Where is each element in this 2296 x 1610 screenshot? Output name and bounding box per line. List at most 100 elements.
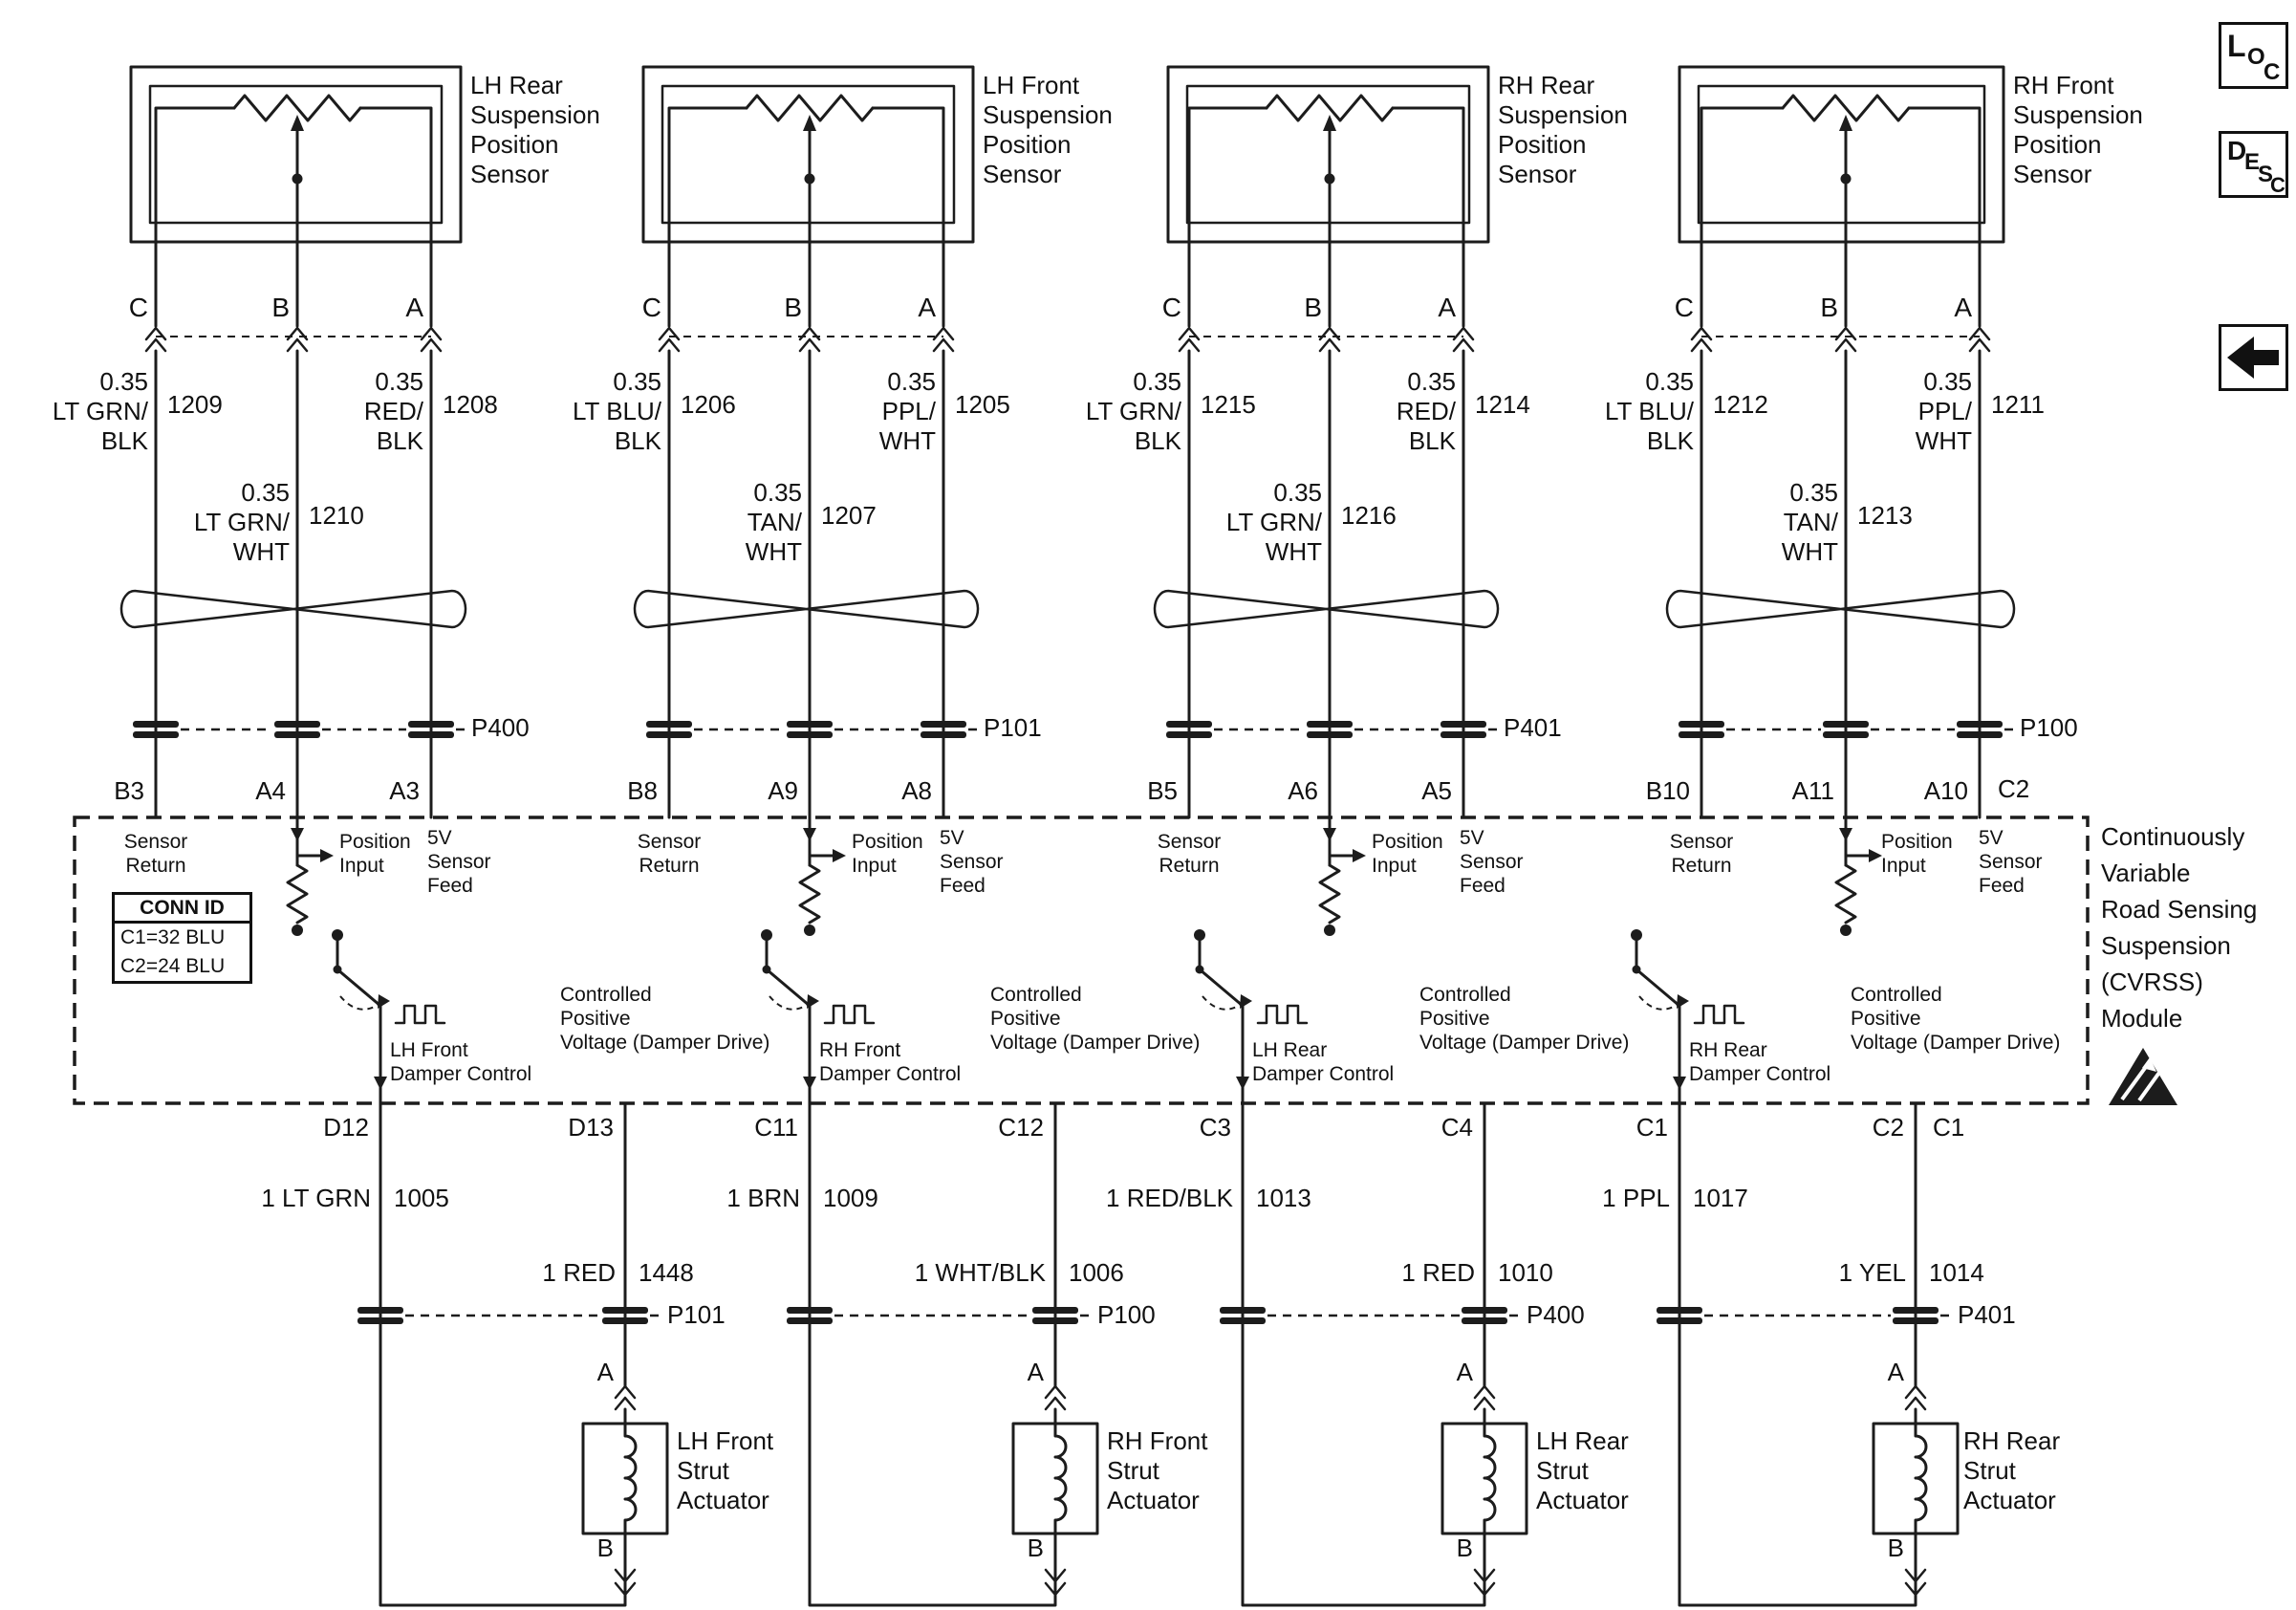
group-4-wiring [1631,65,2016,1607]
module-signal-label: 5V Sensor Feed [427,827,491,897]
circuit-number-label: 1010 [1498,1258,1553,1287]
terminal-letter: B [596,1534,614,1562]
terminal-chevron-icon [1904,1384,1927,1597]
connector-name: P100 [1097,1300,1156,1329]
pin-label: A8 [901,776,932,805]
signal-arrow-icon [1323,828,1336,841]
connector-name: P400 [471,713,530,742]
ground-dot [804,925,815,936]
pin-label: C11 [754,1113,798,1142]
pin-label: A4 [255,776,286,805]
wire-color-label: 1 RED/BLK [1106,1184,1233,1212]
signal-arrow-icon [291,828,304,841]
module-resistor-icon [1318,863,1341,925]
esd-warning-icon [2109,1048,2177,1105]
position-input-arrow-icon [833,849,846,862]
circuit-number-label: 1448 [639,1258,694,1287]
module-signal-label: Sensor Return [123,831,188,877]
inline-connector-icon [1166,721,1212,728]
conn-id-row: C2=24 BLU [120,955,226,977]
circuit-number-label: 1005 [394,1184,449,1212]
back-button[interactable] [2219,324,2288,391]
inline-connector-icon [133,721,179,728]
terminal-letter: B [271,293,290,322]
terminal-letter: A [405,293,423,322]
potentiometer-resistor-icon [1781,94,1911,122]
wiper-arrow-icon [1323,115,1336,131]
module-signal-label: 5V Sensor Feed [940,827,1004,897]
pin-label: A11 [1791,776,1834,805]
desc-letter: S [2258,162,2274,187]
wire-color-label: 0.35 LT BLU/ BLK [1605,367,1694,455]
module-signal-label: 5V Sensor Feed [1979,827,2043,897]
terminal-chevron-icon [144,326,443,353]
inline-connector-icon [1679,721,1724,728]
pin-label: B10 [1645,776,1690,805]
actuator-name-label: LH Front Strut Actuator [677,1426,774,1514]
damper-drive-label: Controlled Positive Voltage (Damper Driv… [1419,984,1630,1054]
signal-arrow-icon [1839,828,1852,841]
circuit-number-label: 1212 [1713,390,1768,419]
actuator-name-label: RH Rear Strut Actuator [1963,1426,2061,1514]
desc-letter: C [2270,173,2285,197]
circuit-number-label: 1213 [1857,501,1913,530]
circuit-number-label: 1014 [1929,1258,1984,1287]
wire-color-label: 1 RED [542,1258,616,1287]
conn-id-row: C1=32 BLU [120,926,226,948]
pwm-pulse-icon [1693,1004,1745,1025]
terminal-letter: A [918,293,936,322]
twisted-pair-icon [119,589,467,629]
terminal-letter: A [1027,1358,1044,1386]
circuit-number-label: 1013 [1256,1184,1311,1212]
switch-icon [295,854,382,1105]
wire-color-label: 1 LT GRN [261,1184,371,1212]
terminal-chevron-icon [1473,1384,1496,1597]
pin-label: C1 [1635,1113,1668,1142]
wire-color-label: 1 YEL [1838,1258,1906,1287]
wire-color-label: 0.35 RED/ BLK [1396,367,1456,455]
loc-button[interactable]: L O C [2219,22,2288,89]
conn-id-header: CONN ID [115,895,249,924]
pin-label: B8 [627,776,658,805]
circuit-number-label: 1206 [681,390,736,419]
wire-color-label: 0.35 LT GRN/ BLK [52,367,148,455]
terminal-letter: B [784,293,802,322]
terminal-chevron-icon [614,1384,637,1597]
damper-drive-label: Controlled Positive Voltage (Damper Driv… [560,984,770,1054]
pin-label: B5 [1147,776,1178,805]
sensor-name-label: LH Front Suspension Position Sensor [983,71,1113,188]
group-2-wiring [633,65,1099,1607]
damper-control-label: LH Front Damper Control [390,1039,532,1085]
terminal-chevron-icon [1690,326,1991,353]
terminal-letter: C [1674,293,1694,322]
potentiometer-resistor-icon [1265,94,1395,122]
twisted-pair-icon [1665,589,2016,629]
position-input-arrow-icon [1353,849,1366,862]
inline-connector-icon [646,721,692,728]
terminal-letter: A [1954,293,1972,322]
terminal-letter: A [1456,1358,1473,1386]
wire-color-label: 1 PPL [1602,1184,1670,1212]
module-signal-label: 5V Sensor Feed [1460,827,1524,897]
wire-color-label: 0.35 PPL/ WHT [1915,367,1972,455]
circuit-number-label: 1208 [443,390,498,419]
module-signal-label: Position Input [339,831,411,877]
desc-button[interactable]: D E S C [2219,131,2288,198]
terminal-chevron-icon [658,326,955,353]
circuit-number-label: 1216 [1341,501,1397,530]
terminal-letter: B [1027,1534,1044,1562]
terminal-letter: C [128,293,148,322]
wire-color-label: 1 BRN [726,1184,800,1212]
module-connector-id: C2 [1998,774,2030,803]
circuit-number-label: 1209 [167,390,223,419]
sensor-name-label: RH Front Suspension Position Sensor [2013,71,2143,188]
loc-letter: O [2247,44,2265,70]
wiper-arrow-icon [803,115,816,131]
module-resistor-icon [1834,863,1857,925]
terminal-letter: A [1887,1358,1904,1386]
pin-label: A3 [389,776,420,805]
wire-color-label: 1 WHT/BLK [914,1258,1046,1287]
desc-letter: D [2227,136,2247,165]
module-signal-label: Sensor Return [1669,831,1734,877]
wire-color-label: 0.35 RED/ BLK [363,367,423,455]
